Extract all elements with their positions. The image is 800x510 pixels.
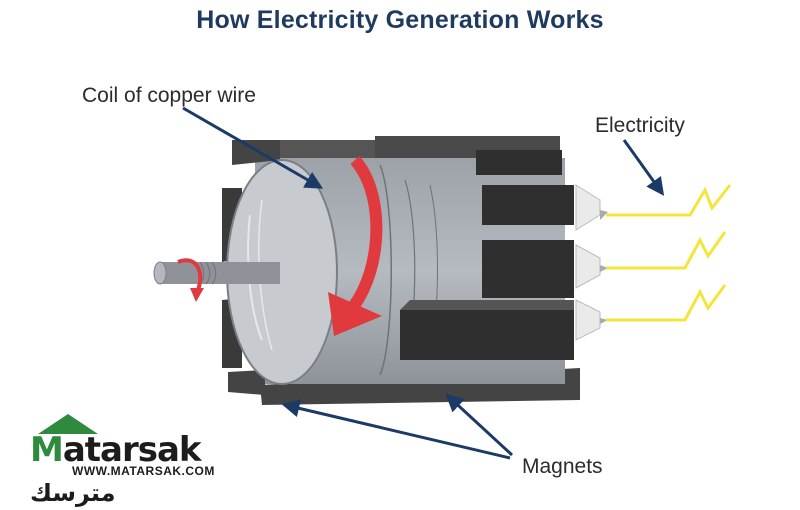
- electricity-label: Electricity: [595, 114, 685, 137]
- electricity-wires: [606, 184, 732, 322]
- magnets-pointer-arrows: [281, 393, 514, 460]
- logo-url: WWW.MATARSAK.COM: [72, 464, 215, 478]
- magnet-right-middle: [482, 240, 574, 298]
- rotor-rotation-arrow: [328, 156, 383, 336]
- magnet-right-bottom: [400, 300, 574, 360]
- electricity-pointer-arrow: [622, 139, 665, 196]
- shaft-rotation-arrow: [177, 258, 204, 302]
- terminals: [575, 184, 608, 341]
- matarsak-logo: Matarsak مترسك WWW.MATARSAK.COM: [30, 412, 245, 507]
- magnet-right-top: [476, 150, 574, 225]
- logo-wordmark: Matarsak مترسك: [30, 430, 202, 507]
- coil-pointer-arrow: [182, 106, 324, 189]
- diagram-title: How Electricity Generation Works: [196, 6, 604, 34]
- magnets-label: Magnets: [522, 455, 603, 478]
- coil-label: Coil of copper wire: [82, 84, 256, 107]
- logo-house-icon: [38, 414, 98, 434]
- shaft: [153, 261, 280, 285]
